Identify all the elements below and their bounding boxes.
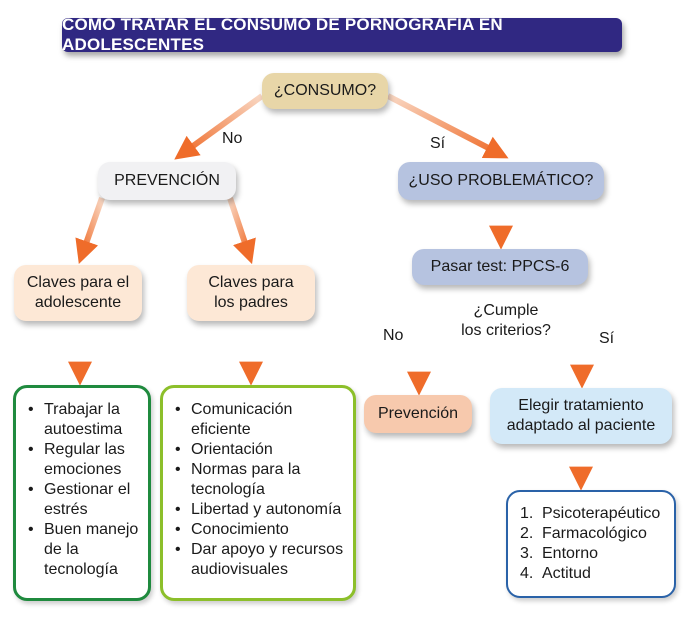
list-item-line: emociones [44, 461, 122, 478]
node-text-line: adaptado al paciente [506, 417, 656, 434]
list-item-line: tecnología [191, 481, 265, 498]
list-item: Regular las emociones [26, 440, 148, 480]
treatment-number: 4. [520, 565, 534, 582]
node-elegir-tratamiento: Elegir tratamiento adaptado al paciente [490, 388, 672, 444]
list-box-padres: Comunicación eficienteOrientaciónNormas p… [160, 385, 356, 601]
treatment-item: 1. Psicoterapéutico [520, 504, 674, 524]
list-box-adolescente: Trabajar la autoestimaRegular las emocione… [13, 385, 151, 601]
list-item-line: Conocimiento [191, 521, 289, 538]
treatment-item: 3. Entorno [520, 544, 674, 564]
treatment-item: 4. Actitud [520, 564, 674, 584]
list-item: Libertad y autonomía [173, 500, 353, 520]
node-consumo: ¿CONSUMO? [262, 73, 388, 109]
list-item-line: Gestionar el [44, 481, 131, 498]
label-criterios-question: ¿Cumple los criterios? [456, 301, 556, 341]
list-item: Conocimiento [173, 520, 353, 540]
diagram-title: CÓMO TRATAR EL CONSUMO DE PORNOGRAFÍA EN… [62, 15, 622, 54]
list-item: Comunicación eficiente [173, 400, 353, 440]
list-item: Gestionar el estrés [26, 480, 148, 520]
list-item-line: autoestima [44, 421, 123, 438]
list-item-line: Libertad y autonomía [191, 501, 342, 518]
list-item: Dar apoyo y recursos audiovisuales [173, 540, 353, 580]
list-item-line: Trabajar la [44, 401, 120, 418]
list-item: Buen manejo de la tecnología [26, 520, 148, 580]
arrow-prev-padres [227, 197, 256, 265]
list-item-line: Dar apoyo y recursos [191, 541, 344, 558]
node-text-line: los padres [214, 294, 288, 311]
node-pasar-test: Pasar test: PPCS-6 [412, 249, 588, 285]
list-item-line: Normas para la [191, 461, 301, 478]
node-claves-padres: Claves para los padres [187, 265, 315, 321]
list-item-line: de la [44, 541, 79, 558]
treatment-number: 2. [520, 525, 534, 542]
treatment-number: 1. [520, 505, 534, 522]
list-item: Normas para la tecnología [173, 460, 353, 500]
list-item-line: eficiente [191, 421, 251, 438]
node-claves-adolescente: Claves para el adolescente [14, 265, 142, 321]
treatment-text: Entorno [542, 545, 599, 562]
list-box-tratamiento: 1. Psicoterapéutico 2. Farmacológico 3. Entor… [506, 490, 676, 598]
list-item-line: Regular las [44, 441, 125, 458]
node-prevencion: PREVENCIÓN [98, 162, 236, 200]
list-item-line: audiovisuales [191, 561, 288, 578]
node-prevencion-result: Prevención [364, 395, 472, 433]
list-item-line: Comunicación [191, 401, 293, 418]
node-text-line: Elegir tratamiento [518, 397, 644, 414]
label-criterios-no: No [383, 327, 404, 344]
label-criterios-si: Sí [599, 330, 615, 347]
label-line: los criterios? [461, 322, 551, 339]
list-item: Trabajar la autoestima [26, 400, 148, 440]
node-uso-problematico: ¿USO PROBLEMÁTICO? [398, 162, 604, 200]
arrow-consumo-si [386, 93, 509, 159]
list-item-line: estrés [44, 501, 88, 518]
list-item-line: Orientación [191, 441, 273, 458]
treatment-number: 3. [520, 545, 534, 562]
treatment-text: Actitud [542, 565, 591, 582]
node-text-line: Claves para el [26, 274, 130, 291]
arrow-consumo-no [174, 93, 264, 160]
label-consumo-no: No [222, 130, 243, 147]
node-text-line: adolescente [34, 294, 122, 311]
treatment-item: 2. Farmacológico [520, 524, 674, 544]
label-line: ¿Cumple [473, 302, 539, 319]
treatment-text: Farmacológico [542, 525, 647, 542]
arrow-prev-adol [75, 197, 105, 265]
node-text-line: Claves para [208, 274, 294, 291]
list-item-line: Buen manejo [44, 521, 139, 538]
label-consumo-si: Sí [430, 135, 446, 152]
treatment-text: Psicoterapéutico [542, 505, 661, 522]
list-item-line: tecnología [44, 561, 118, 578]
list-item: Orientación [173, 440, 353, 460]
